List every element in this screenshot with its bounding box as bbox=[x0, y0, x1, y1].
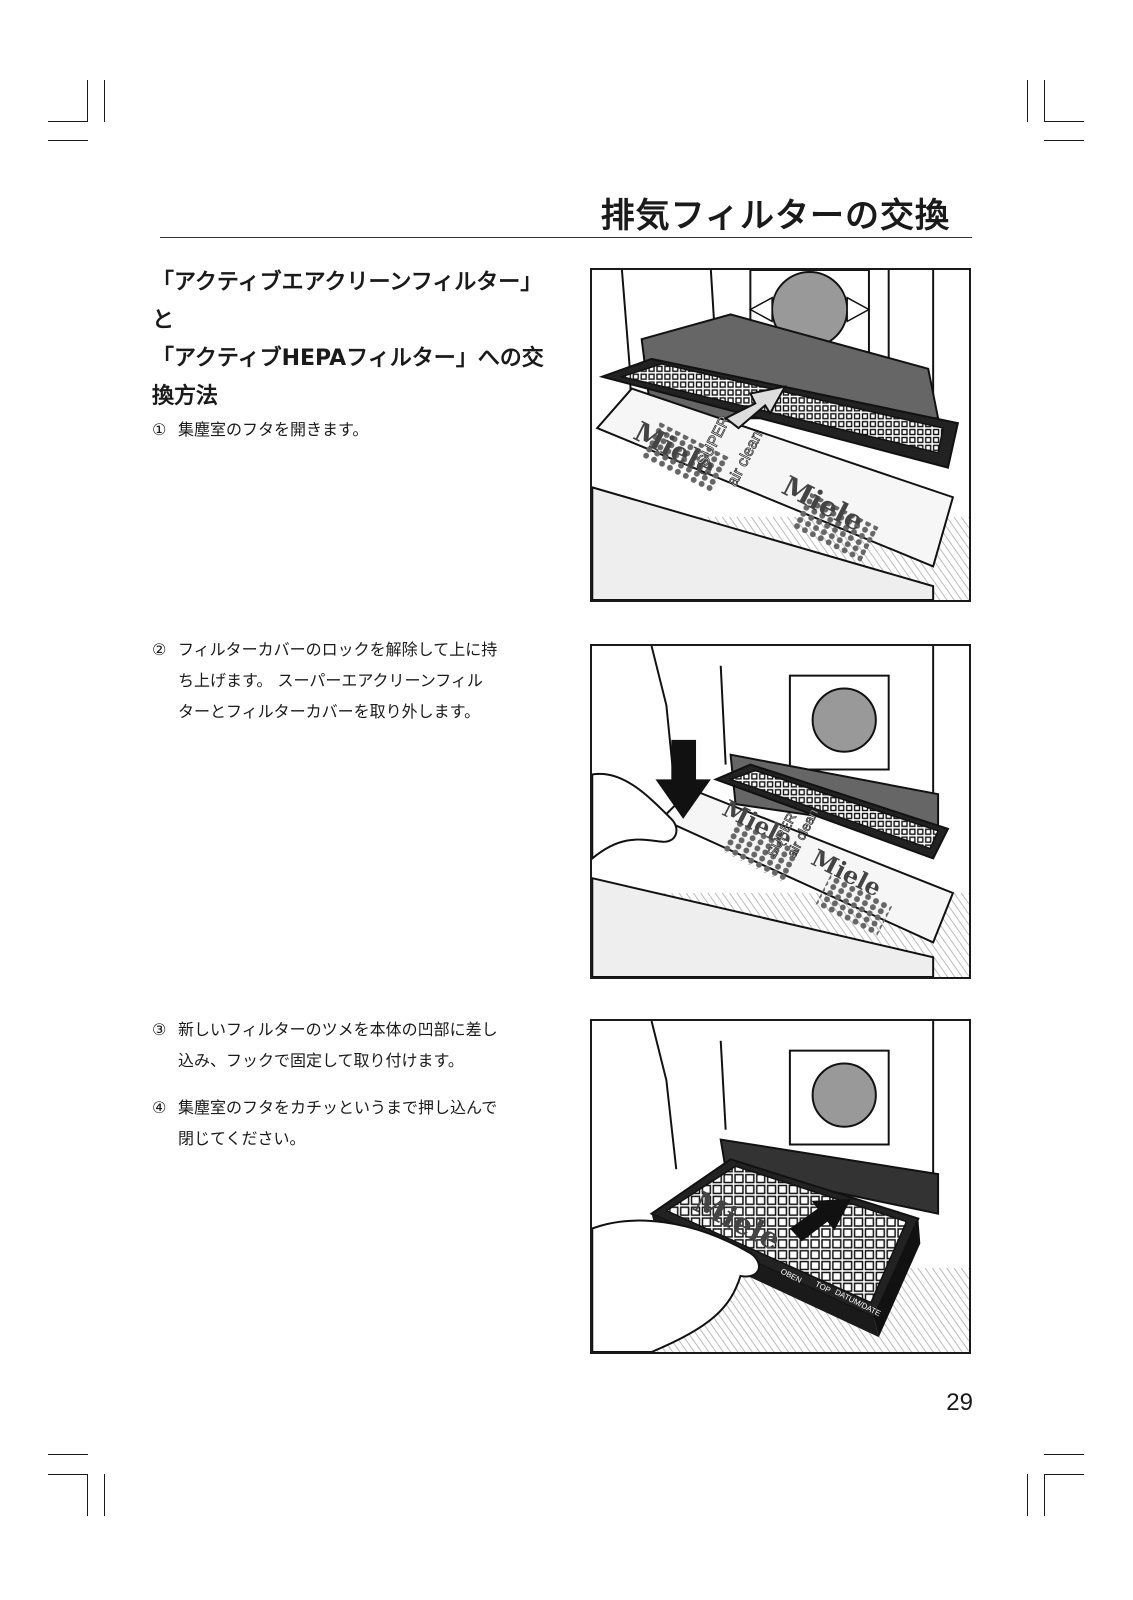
step-text: 集塵室のフタをカチッというまで押し込んで bbox=[178, 1098, 498, 1117]
filter-illustration-2: Miele Miele SUPER air clean bbox=[592, 646, 969, 977]
section-heading-line: 「アクティブHEPAフィルター」への交 bbox=[152, 346, 544, 371]
step-text: ち上げます。 スーパーエアクリーンフィル bbox=[178, 671, 483, 690]
crop-mark bbox=[1044, 1454, 1084, 1455]
crop-mark bbox=[48, 1474, 88, 1475]
press-down-arrow-icon bbox=[655, 739, 711, 819]
filter-illustration-3: Miele OBEN TOP DATUM/DATE bbox=[592, 1021, 969, 1352]
section-heading: 「アクティブエアクリーンフィルター」と 「アクティブHEPAフィルター」への交 … bbox=[152, 264, 562, 416]
section-heading-line: 換方法 bbox=[152, 384, 219, 409]
step-text: ターとフィルターカバーを取り外します。 bbox=[178, 702, 481, 721]
figure-install-filter: Miele OBEN TOP DATUM/DATE bbox=[590, 1019, 971, 1354]
step-text: フィルターカバーのロックを解除して上に持 bbox=[178, 640, 498, 659]
crop-mark bbox=[1044, 80, 1045, 122]
crop-mark bbox=[87, 1474, 88, 1516]
crop-mark bbox=[1044, 121, 1084, 122]
step-text: 閉じてください。 bbox=[178, 1129, 306, 1148]
crop-mark bbox=[1044, 140, 1084, 141]
page-number: 29 bbox=[946, 1389, 973, 1416]
section-heading-line: 「アクティブエアクリーンフィルター」と bbox=[152, 270, 543, 333]
step-number: ③ bbox=[152, 1020, 167, 1039]
crop-mark bbox=[48, 140, 88, 141]
step-4: ④ 集塵室のフタをカチッというまで押し込んで 閉じてください。 bbox=[152, 1092, 562, 1154]
crop-mark bbox=[1027, 1474, 1028, 1516]
insert-arrow-icon bbox=[789, 1198, 852, 1242]
crop-mark bbox=[104, 1474, 105, 1516]
step-text: 集塵室のフタを開きます。 bbox=[178, 420, 369, 439]
crop-mark bbox=[104, 80, 105, 122]
crop-mark bbox=[48, 121, 88, 122]
page-title: 排気フィルターの交換 bbox=[600, 196, 950, 236]
step-number: ① bbox=[152, 420, 167, 439]
crop-mark bbox=[1044, 1474, 1084, 1475]
filter-illustration-1: Miele Miele SUPER air clean bbox=[592, 270, 969, 600]
crop-mark bbox=[1027, 80, 1028, 122]
crop-mark bbox=[1044, 1474, 1045, 1516]
step-text: 込み、フックで固定して取り付けます。 bbox=[178, 1051, 464, 1070]
step-number: ④ bbox=[152, 1098, 167, 1117]
figure-open-lid: Miele Miele SUPER air clean bbox=[590, 268, 971, 602]
step-2: ② フィルターカバーのロックを解除して上に持 ち上げます。 スーパーエアクリーン… bbox=[152, 634, 562, 727]
crop-mark bbox=[87, 80, 88, 122]
step-number: ② bbox=[152, 640, 167, 659]
step-3: ③ 新しいフィルターのツメを本体の凹部に差し 込み、フックで固定して取り付けます… bbox=[152, 1014, 562, 1076]
step-1: ① 集塵室のフタを開きます。 bbox=[152, 414, 562, 445]
crop-mark bbox=[48, 1454, 88, 1455]
figure-remove-filter: Miele Miele SUPER air clean bbox=[590, 644, 971, 979]
header-divider bbox=[160, 237, 972, 238]
step-text: 新しいフィルターのツメを本体の凹部に差し bbox=[178, 1020, 498, 1039]
filter-lift-arrow-icon bbox=[723, 385, 787, 430]
